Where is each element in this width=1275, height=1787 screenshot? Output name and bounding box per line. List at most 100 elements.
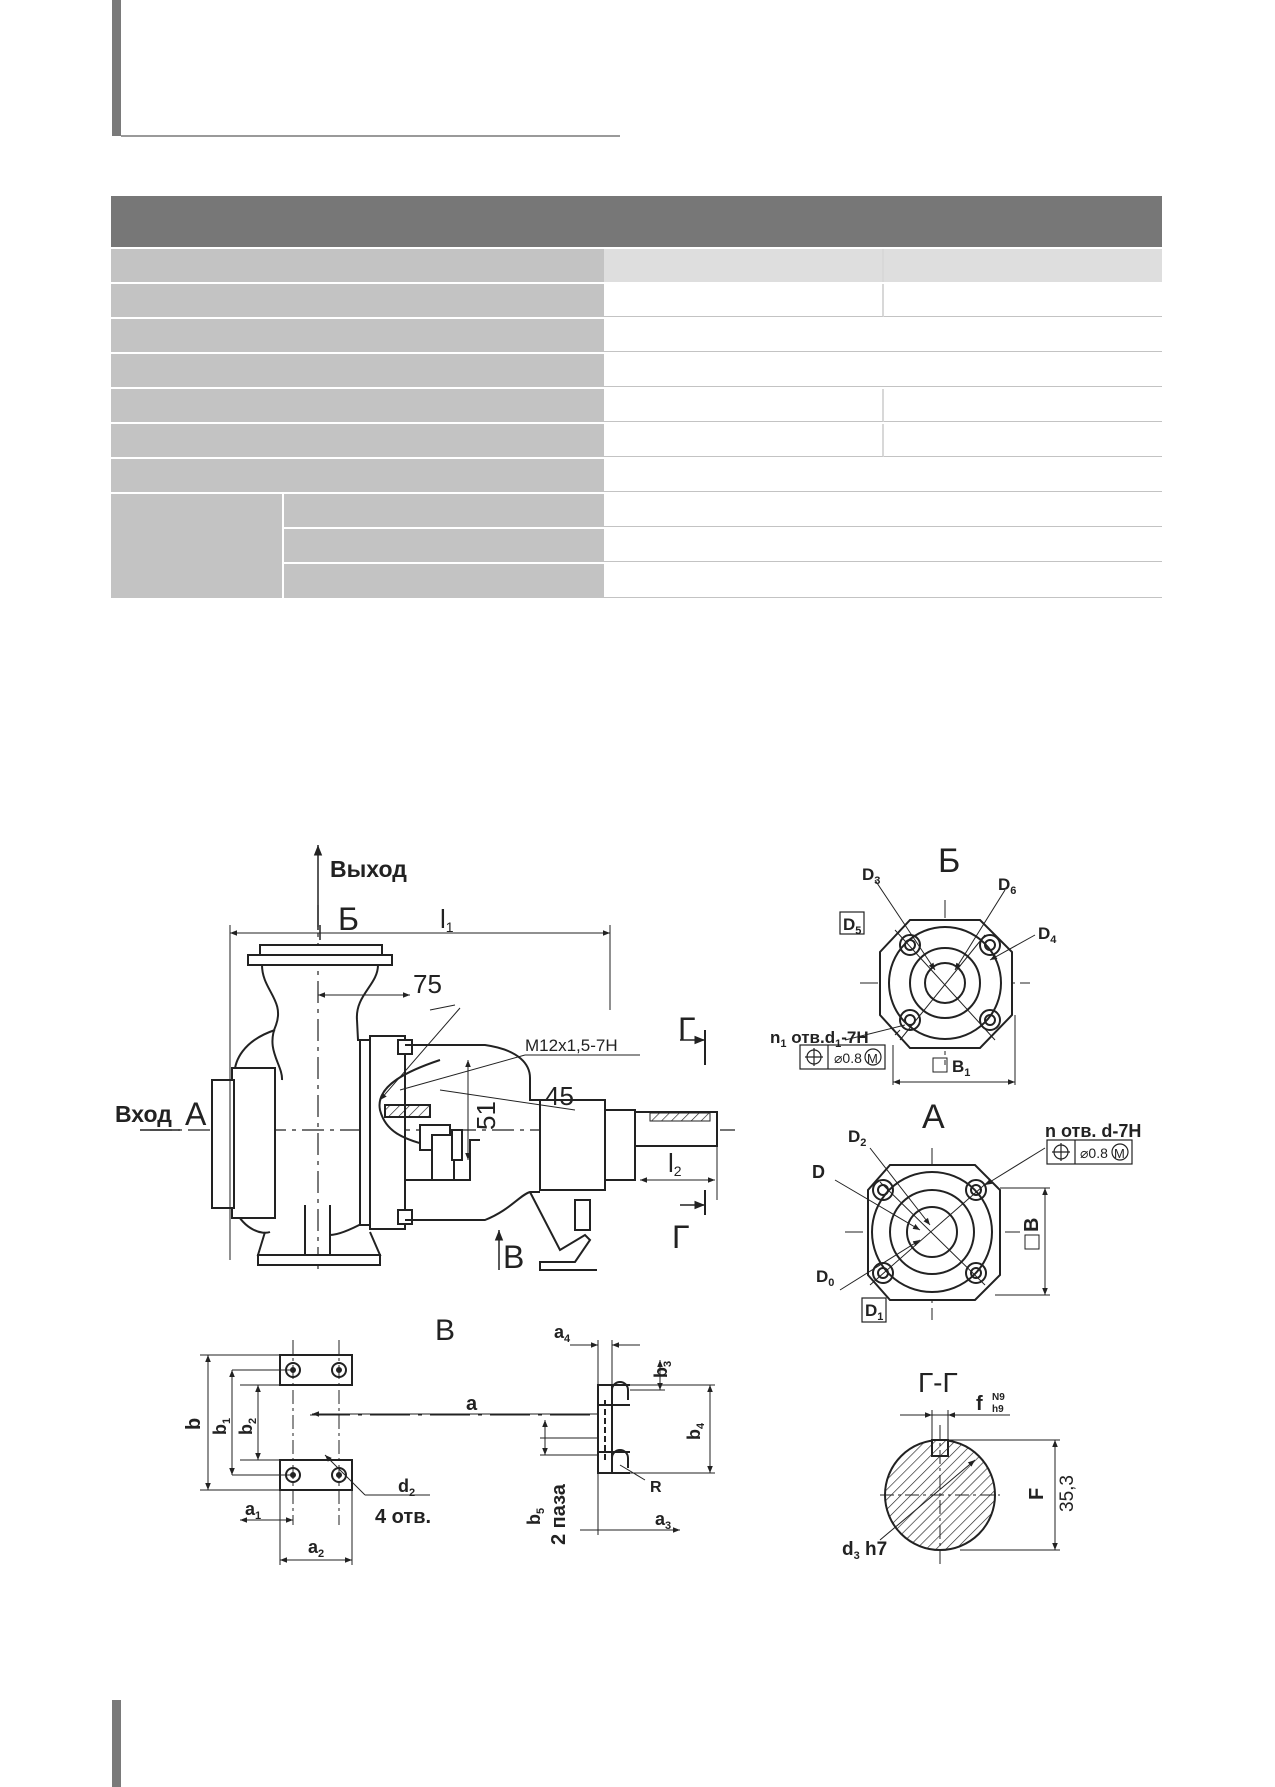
label-b1: B1 <box>952 1057 970 1079</box>
table-cell <box>604 424 884 457</box>
section-g-top: Г <box>678 1011 695 1047</box>
view-v-marker: В <box>503 1239 524 1275</box>
label-d3-h7: d3 h7 <box>842 1539 887 1562</box>
table-row <box>284 564 1162 598</box>
view-a-flange <box>834 1139 1133 1323</box>
table-row <box>284 494 1162 527</box>
pump-side-view <box>140 845 735 1275</box>
label-f-n9: N9 <box>992 1392 1005 1403</box>
label-f-h9: h9 <box>992 1404 1004 1415</box>
section-gg-title: Г-Г <box>918 1367 958 1398</box>
table-row <box>111 354 1162 387</box>
table-cell-label <box>111 424 604 457</box>
table-cell-label <box>284 529 604 562</box>
label-d0: D0 <box>816 1267 834 1289</box>
table-cell <box>884 284 1162 317</box>
label-d5: D5 <box>843 915 861 937</box>
view-b-title: Б <box>938 842 960 880</box>
dim-l1: l1 <box>440 904 454 935</box>
table-row <box>111 319 1162 352</box>
table-group-label <box>111 494 282 598</box>
outlet-label: Выход <box>330 856 407 882</box>
view-v-mounting <box>200 1340 715 1565</box>
table-cell-label <box>111 389 604 422</box>
tolerance-m-bottom: M <box>1114 1146 1125 1161</box>
table-row <box>111 284 1162 317</box>
table-cell <box>604 354 1162 387</box>
label-a: a <box>466 1393 478 1415</box>
table-cell-label <box>111 319 604 352</box>
tolerance-bottom: ⌀0.8 <box>1080 1145 1108 1161</box>
label-f: F <box>1026 1488 1048 1500</box>
table-cell <box>884 424 1162 457</box>
view-a-marker: А <box>185 1096 207 1132</box>
top-accent-bar <box>112 0 121 136</box>
label-r: R <box>650 1479 662 1496</box>
dim-45: 45 <box>545 1081 574 1111</box>
table-row-group <box>111 494 1162 598</box>
table-cell <box>604 529 1162 562</box>
section-gg <box>879 1410 1060 1565</box>
table-row <box>111 249 1162 282</box>
label-b2: b2 <box>236 1418 259 1435</box>
table-cell-label <box>284 564 604 598</box>
label-b: b <box>183 1418 205 1430</box>
table-cell-label <box>111 354 604 387</box>
label-n-holes: n отв. d-7H <box>1045 1121 1141 1141</box>
table-cell <box>604 389 884 422</box>
view-b-marker: Б <box>338 901 359 937</box>
tolerance-m-top: M <box>867 1051 878 1066</box>
view-v-title: В <box>435 1314 455 1347</box>
dim-51: 51 <box>471 1101 501 1130</box>
table-cell <box>604 564 1162 598</box>
table-cell <box>884 249 1162 282</box>
table-row <box>111 389 1162 422</box>
table-row <box>111 459 1162 492</box>
header-rule <box>121 135 620 137</box>
spec-table <box>111 196 1162 598</box>
bottom-accent-bar <box>112 1700 121 1787</box>
tolerance-top: ⌀0.8 <box>834 1050 862 1066</box>
label-2-slots: 2 паза <box>548 1483 570 1545</box>
view-a-title: А <box>922 1098 945 1136</box>
label-a1: a1 <box>245 1499 261 1522</box>
label-4-holes: 4 отв. <box>375 1506 431 1528</box>
label-d2-foot: d2 <box>398 1476 415 1499</box>
label-a2: a2 <box>308 1537 324 1560</box>
view-b-flange <box>799 879 1036 1085</box>
table-cell-label <box>111 459 604 492</box>
table-header <box>111 196 1162 247</box>
label-d2: D2 <box>848 1127 866 1149</box>
table-cell <box>604 249 884 282</box>
label-d3: D3 <box>862 865 880 887</box>
label-d1: D1 <box>865 1301 883 1323</box>
inlet-label: Вход <box>115 1101 172 1127</box>
label-b4: b4 <box>684 1422 707 1440</box>
label-b5: b5 <box>524 1508 547 1525</box>
label-f-key: f <box>976 1393 983 1415</box>
table-cell <box>604 459 1162 492</box>
label-b3: b3 <box>651 1361 674 1378</box>
table-cell <box>884 389 1162 422</box>
label-d: D <box>812 1162 825 1182</box>
label-d4: D4 <box>1038 924 1057 946</box>
label-a4: a4 <box>554 1322 571 1345</box>
table-row <box>111 424 1162 457</box>
label-b-square: B <box>1021 1218 1043 1232</box>
table-cell <box>604 284 884 317</box>
label-a3: a3 <box>655 1509 671 1532</box>
table-cell <box>604 494 1162 527</box>
label-b1-foot: b1 <box>210 1418 233 1435</box>
dim-l2: l2 <box>668 1148 682 1179</box>
table-row <box>284 529 1162 562</box>
table-cell-label <box>111 249 604 282</box>
section-g-bottom: Г <box>672 1219 689 1255</box>
label-d6: D6 <box>998 875 1016 897</box>
table-cell-label <box>111 284 604 317</box>
table-cell-label <box>284 494 604 527</box>
dim-35-3: 35,3 <box>1057 1475 1078 1512</box>
thread-callout: M12x1,5-7H <box>525 1036 618 1055</box>
table-cell <box>604 319 1162 352</box>
label-n1-holes: n1 отв.d1-7H <box>770 1028 869 1050</box>
